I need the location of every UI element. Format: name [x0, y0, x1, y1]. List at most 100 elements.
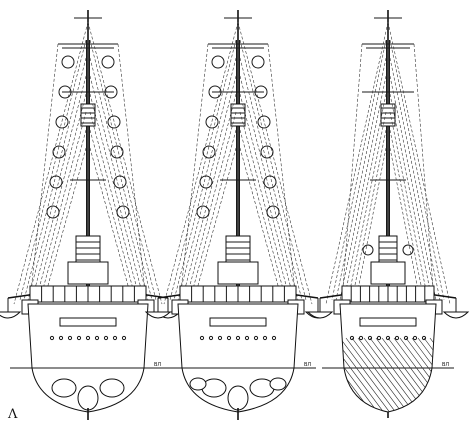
hatch-line [340, 337, 395, 412]
hatch-line [429, 337, 436, 412]
waterline-label: ВЛ [442, 362, 449, 368]
porthole [49, 335, 55, 341]
hatch-line [340, 337, 401, 412]
nameplate [59, 317, 117, 327]
rigging-block [260, 145, 274, 159]
yard-brace-starboard [117, 43, 147, 301]
porthole [67, 335, 73, 341]
rigging-block [52, 145, 66, 159]
rigging-block [251, 55, 265, 69]
porthole [58, 335, 64, 341]
waterline-label: ВЛ [304, 362, 311, 368]
rigging-block [101, 55, 115, 69]
shroud-port [43, 147, 87, 301]
stern-hull [339, 303, 437, 413]
shroud-starboard [389, 93, 433, 301]
bridge-house [217, 261, 259, 285]
porthole [85, 335, 91, 341]
hatch-line [345, 337, 407, 412]
porthole [199, 335, 205, 341]
shroud-starboard [389, 129, 425, 301]
porthole [358, 335, 364, 341]
shroud-starboard [89, 111, 141, 301]
rigging-block [196, 205, 210, 219]
hatch-line [442, 338, 474, 418]
shroud-starboard [239, 129, 287, 301]
bilge-keel-port [189, 377, 207, 391]
shroud-starboard [89, 93, 145, 301]
rigging-block [263, 175, 277, 189]
bridge-house [370, 261, 406, 285]
outer-stay-port [325, 21, 389, 305]
rigging-block [266, 205, 280, 219]
porthole [76, 335, 82, 341]
hatch-line [340, 337, 383, 412]
hatch-line [411, 337, 436, 412]
outer-stay-starboard [87, 21, 163, 305]
searchlight [402, 244, 414, 256]
rigging-block [107, 115, 121, 129]
boat-port [306, 311, 334, 319]
yard-brace-port [179, 43, 209, 301]
shroud-starboard [89, 129, 137, 301]
porthole [271, 335, 277, 341]
porthole [412, 335, 418, 341]
shroud-port [193, 147, 237, 301]
shroud-port [173, 57, 237, 301]
outer-stay-port [163, 21, 239, 305]
rigging-block [257, 115, 271, 129]
rigging-block [205, 115, 219, 129]
rigging-block [46, 205, 60, 219]
porthole [403, 335, 409, 341]
porthole [112, 335, 118, 341]
rigging-block [104, 85, 118, 99]
shroud-starboard [89, 147, 133, 301]
rigging-block [199, 175, 213, 189]
shroud-starboard [239, 93, 295, 301]
bridge-house [67, 261, 109, 285]
porthole [376, 335, 382, 341]
hatch-line [340, 337, 389, 412]
porthole [103, 335, 109, 341]
ram-bow [77, 385, 99, 411]
shroud-port [343, 93, 387, 301]
rigging-block [211, 55, 225, 69]
propeller-starboard [99, 378, 125, 398]
shroud-starboard [389, 111, 429, 301]
bow-view-middle: ВЛ [144, 10, 332, 420]
hatch-line [393, 337, 436, 412]
shroud-starboard [389, 147, 421, 301]
outer-stay-starboard [237, 21, 313, 305]
shroud-port [35, 111, 87, 301]
fighting-top [380, 103, 396, 127]
yard-brace-starboard [413, 43, 435, 301]
hatch-line [435, 337, 436, 412]
boat-port [0, 311, 22, 319]
rigging-block [49, 175, 63, 189]
porthole [208, 335, 214, 341]
fighting-top [80, 103, 96, 127]
corner-mark: Λ [7, 407, 18, 422]
shroud-port [339, 75, 387, 301]
porthole [94, 335, 100, 341]
hatch-line [454, 338, 474, 418]
shroud-port [335, 57, 387, 301]
rigging-block [254, 85, 268, 99]
shroud-port [185, 111, 237, 301]
stern-view-right: ВЛ [306, 10, 474, 418]
rigging-block [208, 85, 222, 99]
rigging-block [55, 115, 69, 129]
shroud-port [189, 129, 237, 301]
yard-brace-starboard [267, 43, 297, 301]
rigging-block [110, 145, 124, 159]
hatch-line [405, 337, 436, 412]
bow-view-left: ВЛ [0, 10, 182, 420]
shroud-starboard [389, 75, 437, 301]
shroud-port [31, 93, 87, 301]
propeller-port [51, 378, 77, 398]
searchlight [362, 244, 374, 256]
nameplate [209, 317, 267, 327]
shroud-starboard [239, 57, 303, 301]
shroud-port [351, 129, 387, 301]
porthole [421, 335, 427, 341]
